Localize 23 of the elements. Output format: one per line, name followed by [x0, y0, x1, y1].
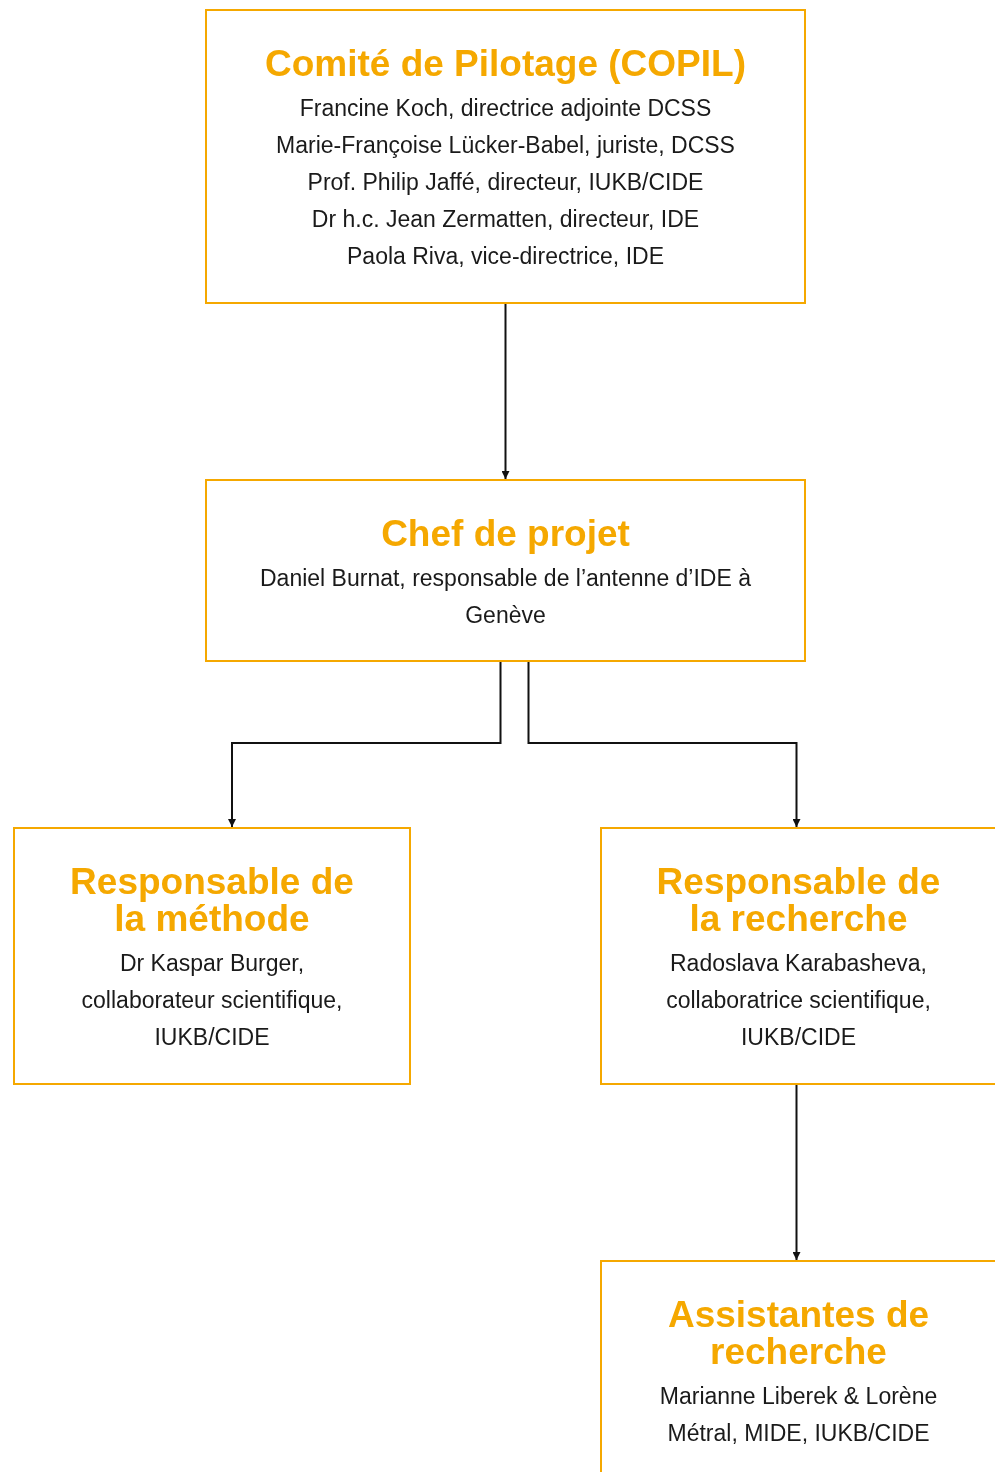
org-box: [205, 9, 806, 304]
box-text: Dr h.c. Jean Zermatten, directeur, IDE: [311, 205, 700, 234]
org-box: [13, 827, 411, 1085]
box-text: Dr Kaspar Burger, collaborateur scientifique, IUKB/CIDE: [80, 949, 344, 1052]
box-heading: Responsable de la méthode: [69, 863, 355, 937]
box-text: Daniel Burnat, responsable de l’antenne d’IDE à Genève: [259, 564, 752, 630]
connector-arrow: [792, 1084, 801, 1261]
connector-arrow: [501, 303, 510, 480]
box-heading: Responsable de la recherche: [655, 863, 942, 937]
org-box: [600, 827, 995, 1085]
org-box: [205, 479, 806, 662]
connector-arrow: [527, 661, 801, 828]
box-text: Prof. Philip Jaffé, directeur, IUKB/CIDE: [307, 168, 704, 197]
box-heading: Comité de Pilotage (COPIL): [264, 45, 746, 82]
box-text: Francine Koch, directrice adjointe DCSS: [299, 94, 712, 123]
box-text: Paola Riva, vice-directrice, IDE: [347, 242, 664, 271]
box-text: Marie-Françoise Lücker-Babel, juriste, DCSS: [276, 131, 735, 160]
box-heading: Assistantes de recherche: [666, 1296, 931, 1370]
box-text: Radoslava Karabasheva, collaboratrice scientifique, IUKB/CIDE: [665, 949, 932, 1052]
box-heading: Chef de projet: [381, 515, 630, 552]
box-text: Marianne Liberek & Lorène Métral, MIDE, IUKB/CIDE: [658, 1382, 939, 1448]
connector-arrow: [228, 661, 502, 828]
org-box: [600, 1260, 995, 1472]
